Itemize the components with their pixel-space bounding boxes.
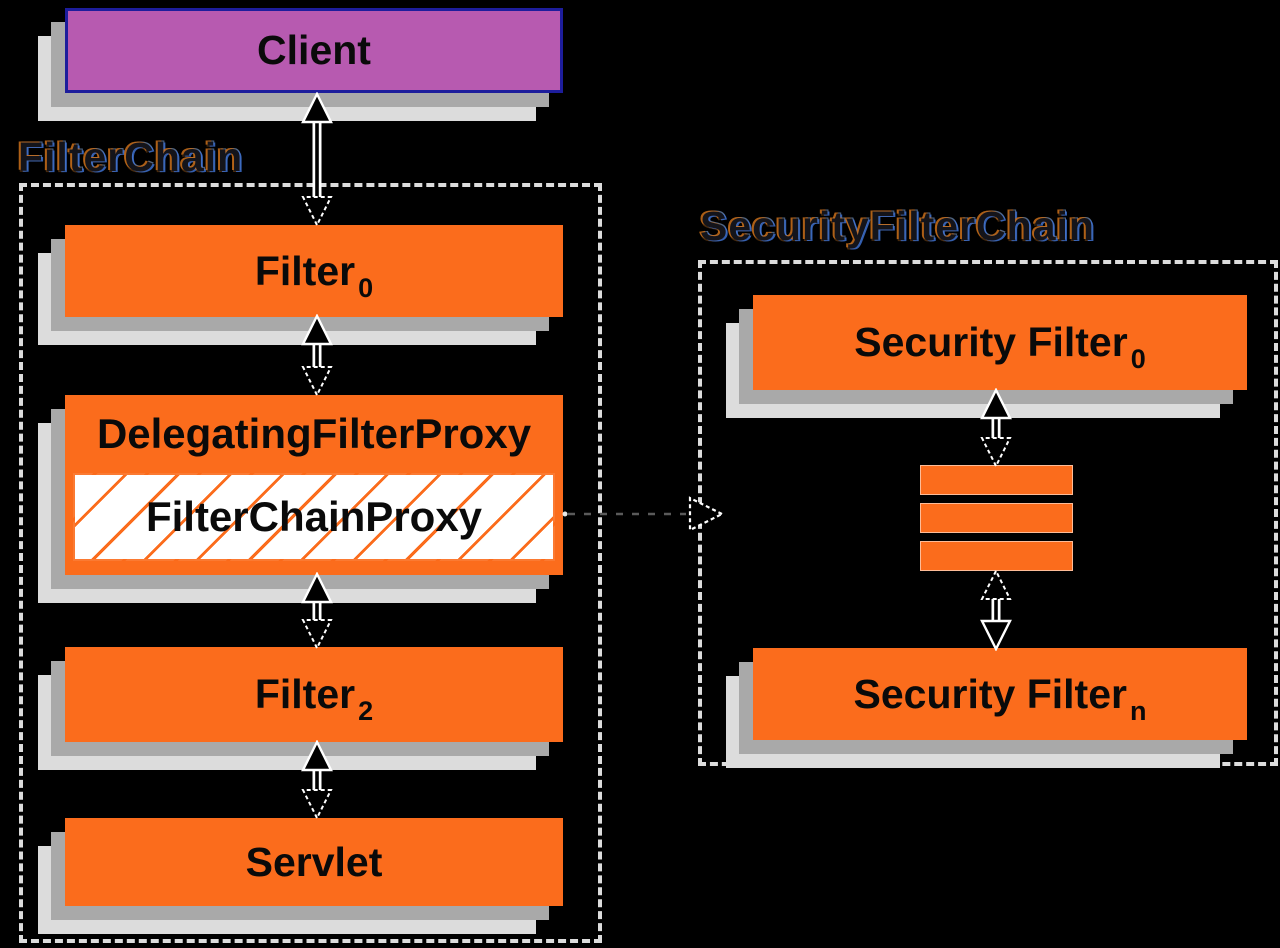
filter-chain-proxy-label: FilterChainProxy <box>145 493 483 540</box>
arrow-client-filter0 <box>301 92 333 227</box>
client-label: Client <box>257 27 371 73</box>
servlet-label: Servlet <box>245 838 383 885</box>
client-box: Client <box>65 8 563 93</box>
arrow-morefilters-securityfiltern <box>980 569 1012 651</box>
filter0-subscript: 0 <box>358 272 374 303</box>
security-filtern-subscript: n <box>1129 695 1147 726</box>
more-filters-bar <box>920 503 1073 533</box>
filter-chain-proxy-box: FilterChainProxy <box>73 473 555 561</box>
security-filter0-text: Security Filter <box>854 319 1128 365</box>
arrow-filter2-servlet <box>301 740 333 820</box>
filter2-text: Filter <box>254 671 356 717</box>
more-filters-bar <box>920 465 1073 495</box>
filter0-text: Filter <box>254 247 356 294</box>
filterchain-container <box>19 183 602 943</box>
delegating-filter-proxy-label: DelegatingFilterProxy <box>96 410 532 457</box>
arrow-securityfilter0-morefilters <box>980 388 1012 468</box>
delegating-filter-proxy-box: DelegatingFilterProxy FilterChainProxy <box>65 395 563 575</box>
filter2-subscript: 2 <box>358 696 374 726</box>
more-filters-bar <box>920 541 1073 571</box>
arrow-dfp-filter2 <box>301 572 333 650</box>
security-filtern-text: Security Filter <box>853 670 1127 717</box>
filterchain-label: FilterChain <box>18 134 244 180</box>
securityfilterchain-label: SecurityFilterChain <box>700 203 1095 249</box>
arrow-filter0-dfp <box>301 314 333 397</box>
security-filter0-subscript: 0 <box>1130 344 1146 374</box>
dashed-arrow-fcp-securityfilterchain <box>562 496 725 532</box>
servlet-box: Servlet <box>65 818 563 906</box>
